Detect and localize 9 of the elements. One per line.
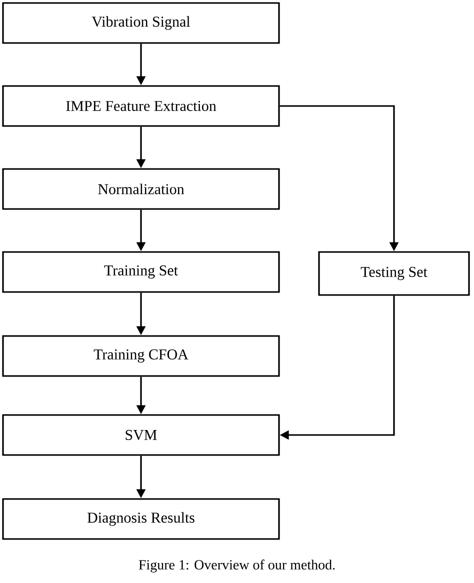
process-box: SVM bbox=[2, 414, 280, 456]
process-box: IMPE Feature Extraction bbox=[2, 85, 280, 127]
process-box: Diagnosis Results bbox=[2, 498, 280, 540]
process-box: Testing Set bbox=[318, 251, 470, 296]
process-box: Training Set bbox=[2, 251, 280, 293]
process-box: Normalization bbox=[2, 168, 280, 210]
caption: Figure 1: Overview of our method. bbox=[138, 560, 335, 572]
process-box: Training CFOA bbox=[2, 335, 280, 377]
process-box: Vibration Signal bbox=[2, 2, 280, 44]
